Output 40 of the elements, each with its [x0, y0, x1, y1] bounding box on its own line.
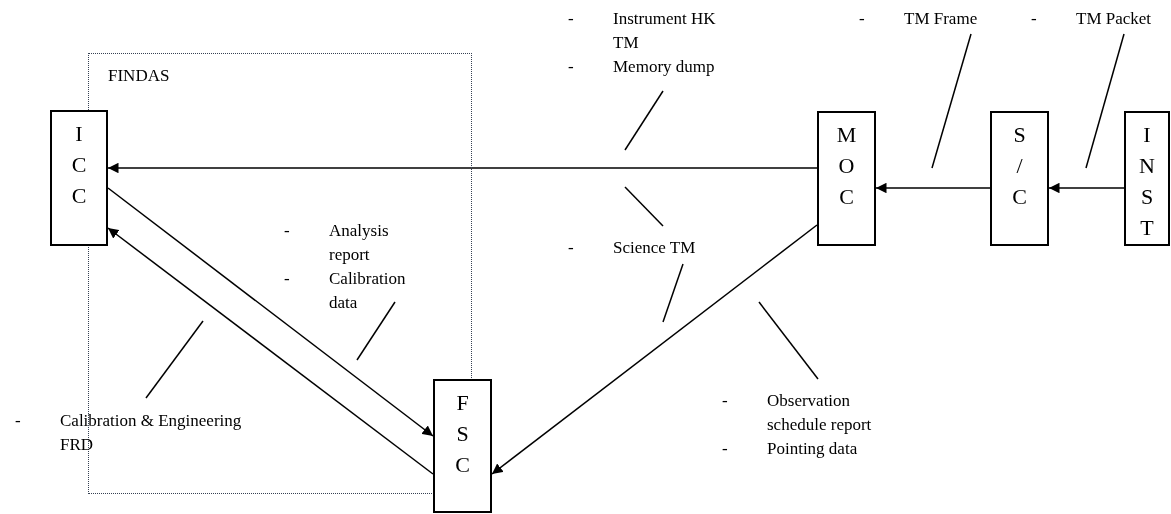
bullet-dash: -: [568, 56, 574, 78]
process-box: S / C: [990, 111, 1049, 246]
annotation-text: Analysis report: [329, 220, 390, 266]
bullet-dash: -: [1031, 8, 1037, 30]
bullet-dash: -: [568, 8, 574, 30]
bullet-dash: -: [722, 438, 728, 460]
bullet-dash: -: [284, 220, 290, 242]
annotation-text: Calibration & Engineering FRD: [60, 410, 243, 456]
leader-line: [624, 186, 664, 227]
process-box: M O C: [817, 111, 876, 246]
arrow: [875, 182, 991, 194]
annotation-text: Calibration data: [329, 268, 407, 314]
arrow: [491, 224, 818, 475]
annotation-text: Memory dump: [613, 56, 716, 78]
arrow: [107, 227, 434, 475]
annotation-text: Pointing data: [767, 438, 859, 460]
bullet-dash: -: [568, 237, 574, 259]
leader-line: [758, 301, 819, 380]
process-box: I C C: [50, 110, 108, 246]
leader-line: [662, 263, 684, 323]
group-label: FINDAS: [108, 65, 170, 87]
process-box: F S C: [433, 379, 492, 513]
bullet-dash: -: [722, 390, 728, 412]
leader-line: [931, 33, 972, 169]
bullet-dash: -: [284, 268, 290, 290]
leader-line: [356, 301, 396, 361]
leader-line: [624, 90, 664, 151]
bullet-dash: -: [859, 8, 865, 30]
arrow: [1048, 182, 1125, 194]
process-box: I N S T: [1124, 111, 1170, 246]
annotation-text: Instrument HK TM: [613, 8, 717, 54]
annotation-text: Science TM: [613, 237, 697, 259]
annotation-text: TM Frame: [904, 8, 979, 30]
annotation-text: Observation schedule report: [767, 390, 873, 436]
annotation-text: TM Packet: [1076, 8, 1153, 30]
arrow: [107, 162, 818, 174]
leader-line: [1085, 33, 1125, 169]
arrow: [107, 187, 434, 437]
bullet-dash: -: [15, 410, 21, 432]
leader-line: [145, 320, 204, 399]
